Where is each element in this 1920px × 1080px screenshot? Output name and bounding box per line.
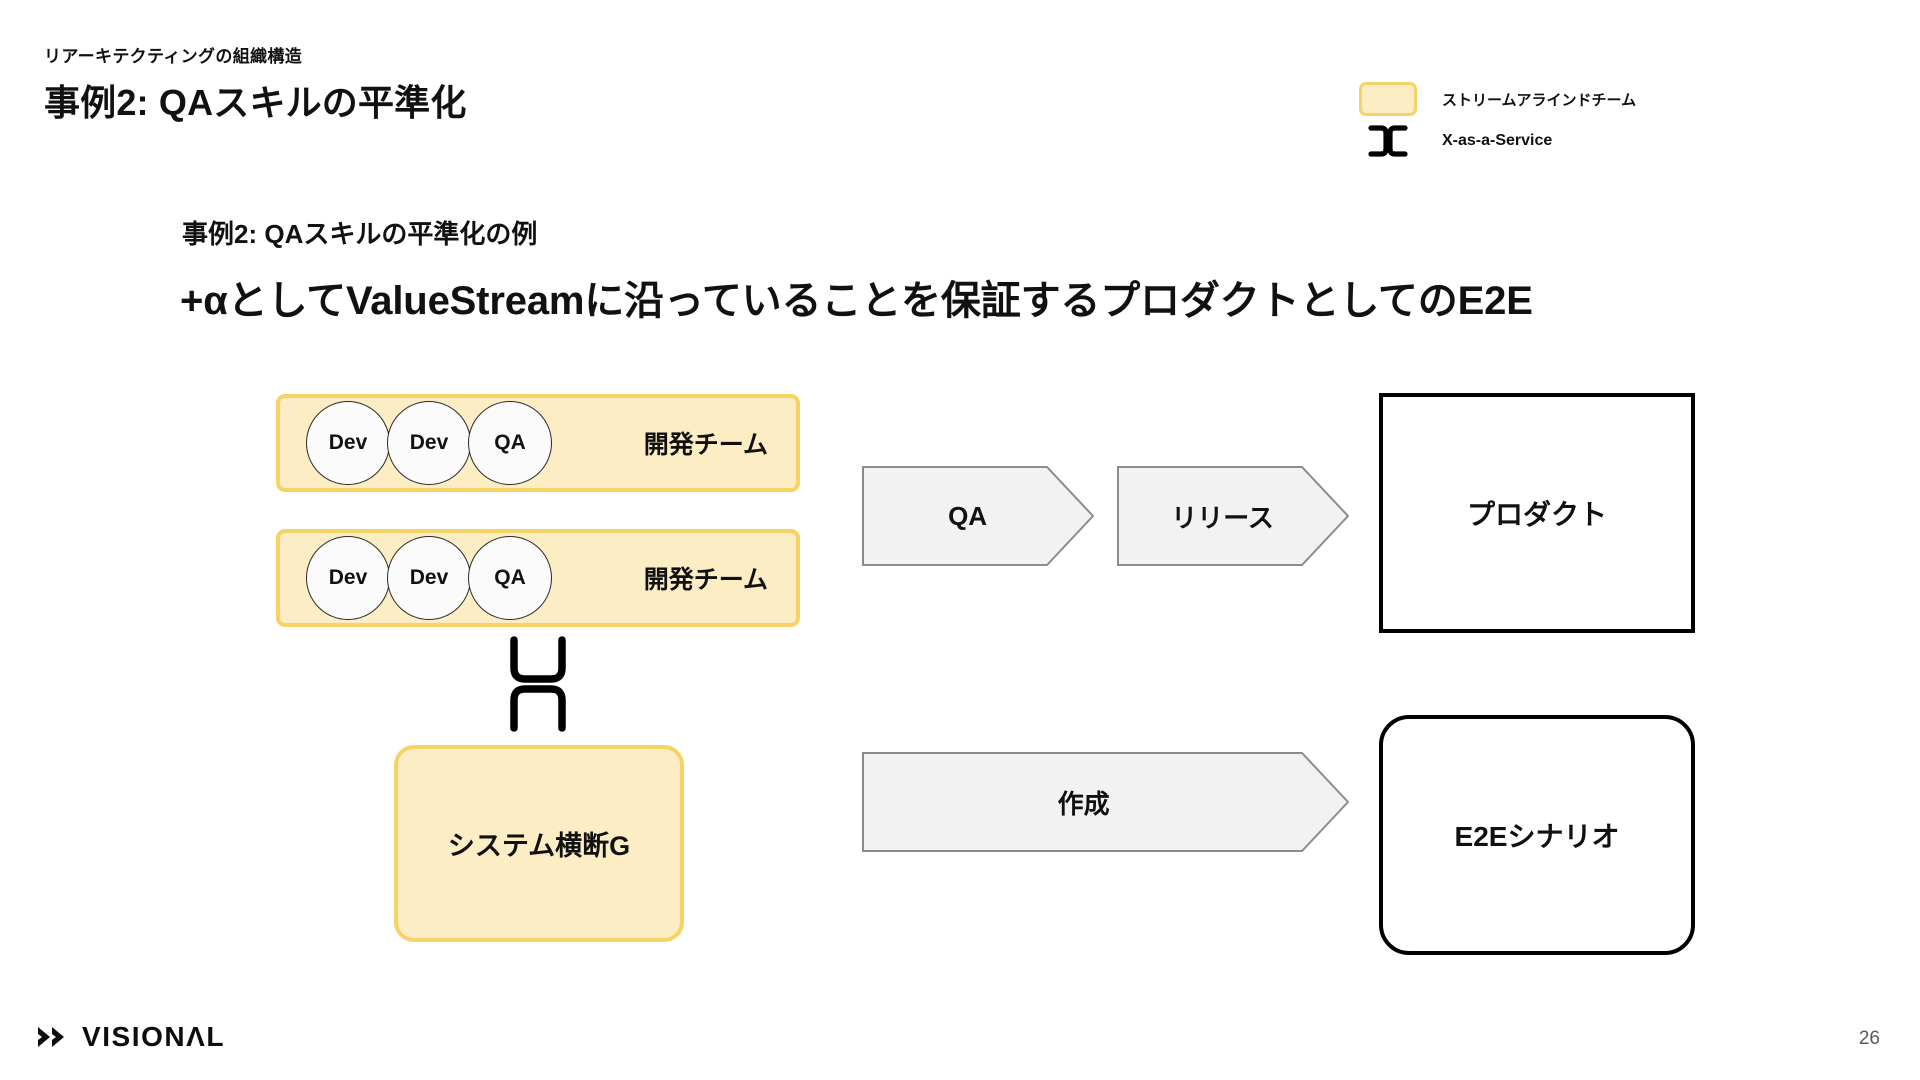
facing-brackets-icon — [1365, 124, 1411, 158]
team-members-1: Dev Dev QA — [306, 401, 552, 485]
cross-system-group-box[interactable]: システム横断G — [394, 745, 684, 942]
member-circle: QA — [468, 536, 552, 620]
x-as-a-service-vertical-icon — [506, 636, 570, 732]
slide-eyebrow: リアーキテクティングの組織構造 — [44, 47, 303, 66]
legend-item-label: ストリームアラインドチーム — [1442, 91, 1637, 109]
legend-item-x-as-a-service: X-as-a-Service — [1340, 120, 1760, 162]
flow-arrow-label: QA — [948, 500, 988, 531]
team-box-2[interactable]: Dev Dev QA 開発チーム — [276, 529, 800, 627]
legend-item-label: X-as-a-Service — [1442, 132, 1553, 149]
flow-arrow-create[interactable]: 作成 — [862, 752, 1349, 852]
flow-arrow-qa[interactable]: QA — [862, 466, 1094, 566]
member-circle: Dev — [306, 401, 390, 485]
member-circle: Dev — [387, 401, 471, 485]
member-circle: Dev — [387, 536, 471, 620]
yellow-rounded-box-icon — [1359, 82, 1417, 116]
member-circle: QA — [468, 401, 552, 485]
output-box-product[interactable]: プロダクト — [1379, 393, 1695, 633]
logo-wordmark: VISIONΛL — [82, 1021, 226, 1052]
team-label: 開発チーム — [643, 431, 768, 459]
flow-arrow-label: リリース — [1171, 502, 1274, 533]
section-sub-heading: 事例2: QAスキルの平準化の例 — [182, 219, 538, 249]
page-title: 事例2: QAスキルの平準化 — [44, 82, 467, 123]
flow-arrow-label: 作成 — [1057, 788, 1110, 819]
section-main-heading: +αとしてValueStreamに沿っていることを保証するプロダクトとしてのE2… — [180, 279, 1533, 323]
member-circle: Dev — [306, 536, 390, 620]
flow-arrow-release[interactable]: リリース — [1117, 466, 1349, 566]
output-box-e2e-scenario[interactable]: E2Eシナリオ — [1379, 715, 1695, 955]
legend-swatch-wrap — [1340, 124, 1436, 158]
team-label: 開発チーム — [643, 566, 768, 594]
team-box-1[interactable]: Dev Dev QA 開発チーム — [276, 394, 800, 492]
team-members-2: Dev Dev QA — [306, 536, 552, 620]
legend-item-stream-aligned-team: ストリームアラインドチーム — [1340, 78, 1760, 120]
legend-swatch-wrap — [1340, 82, 1436, 116]
double-chevron-icon — [38, 1027, 64, 1047]
visional-logo: VISIONΛL — [36, 1020, 225, 1054]
legend: ストリームアラインドチーム X-as-a-Service — [1340, 78, 1760, 162]
page-number: 26 — [1858, 1028, 1880, 1049]
